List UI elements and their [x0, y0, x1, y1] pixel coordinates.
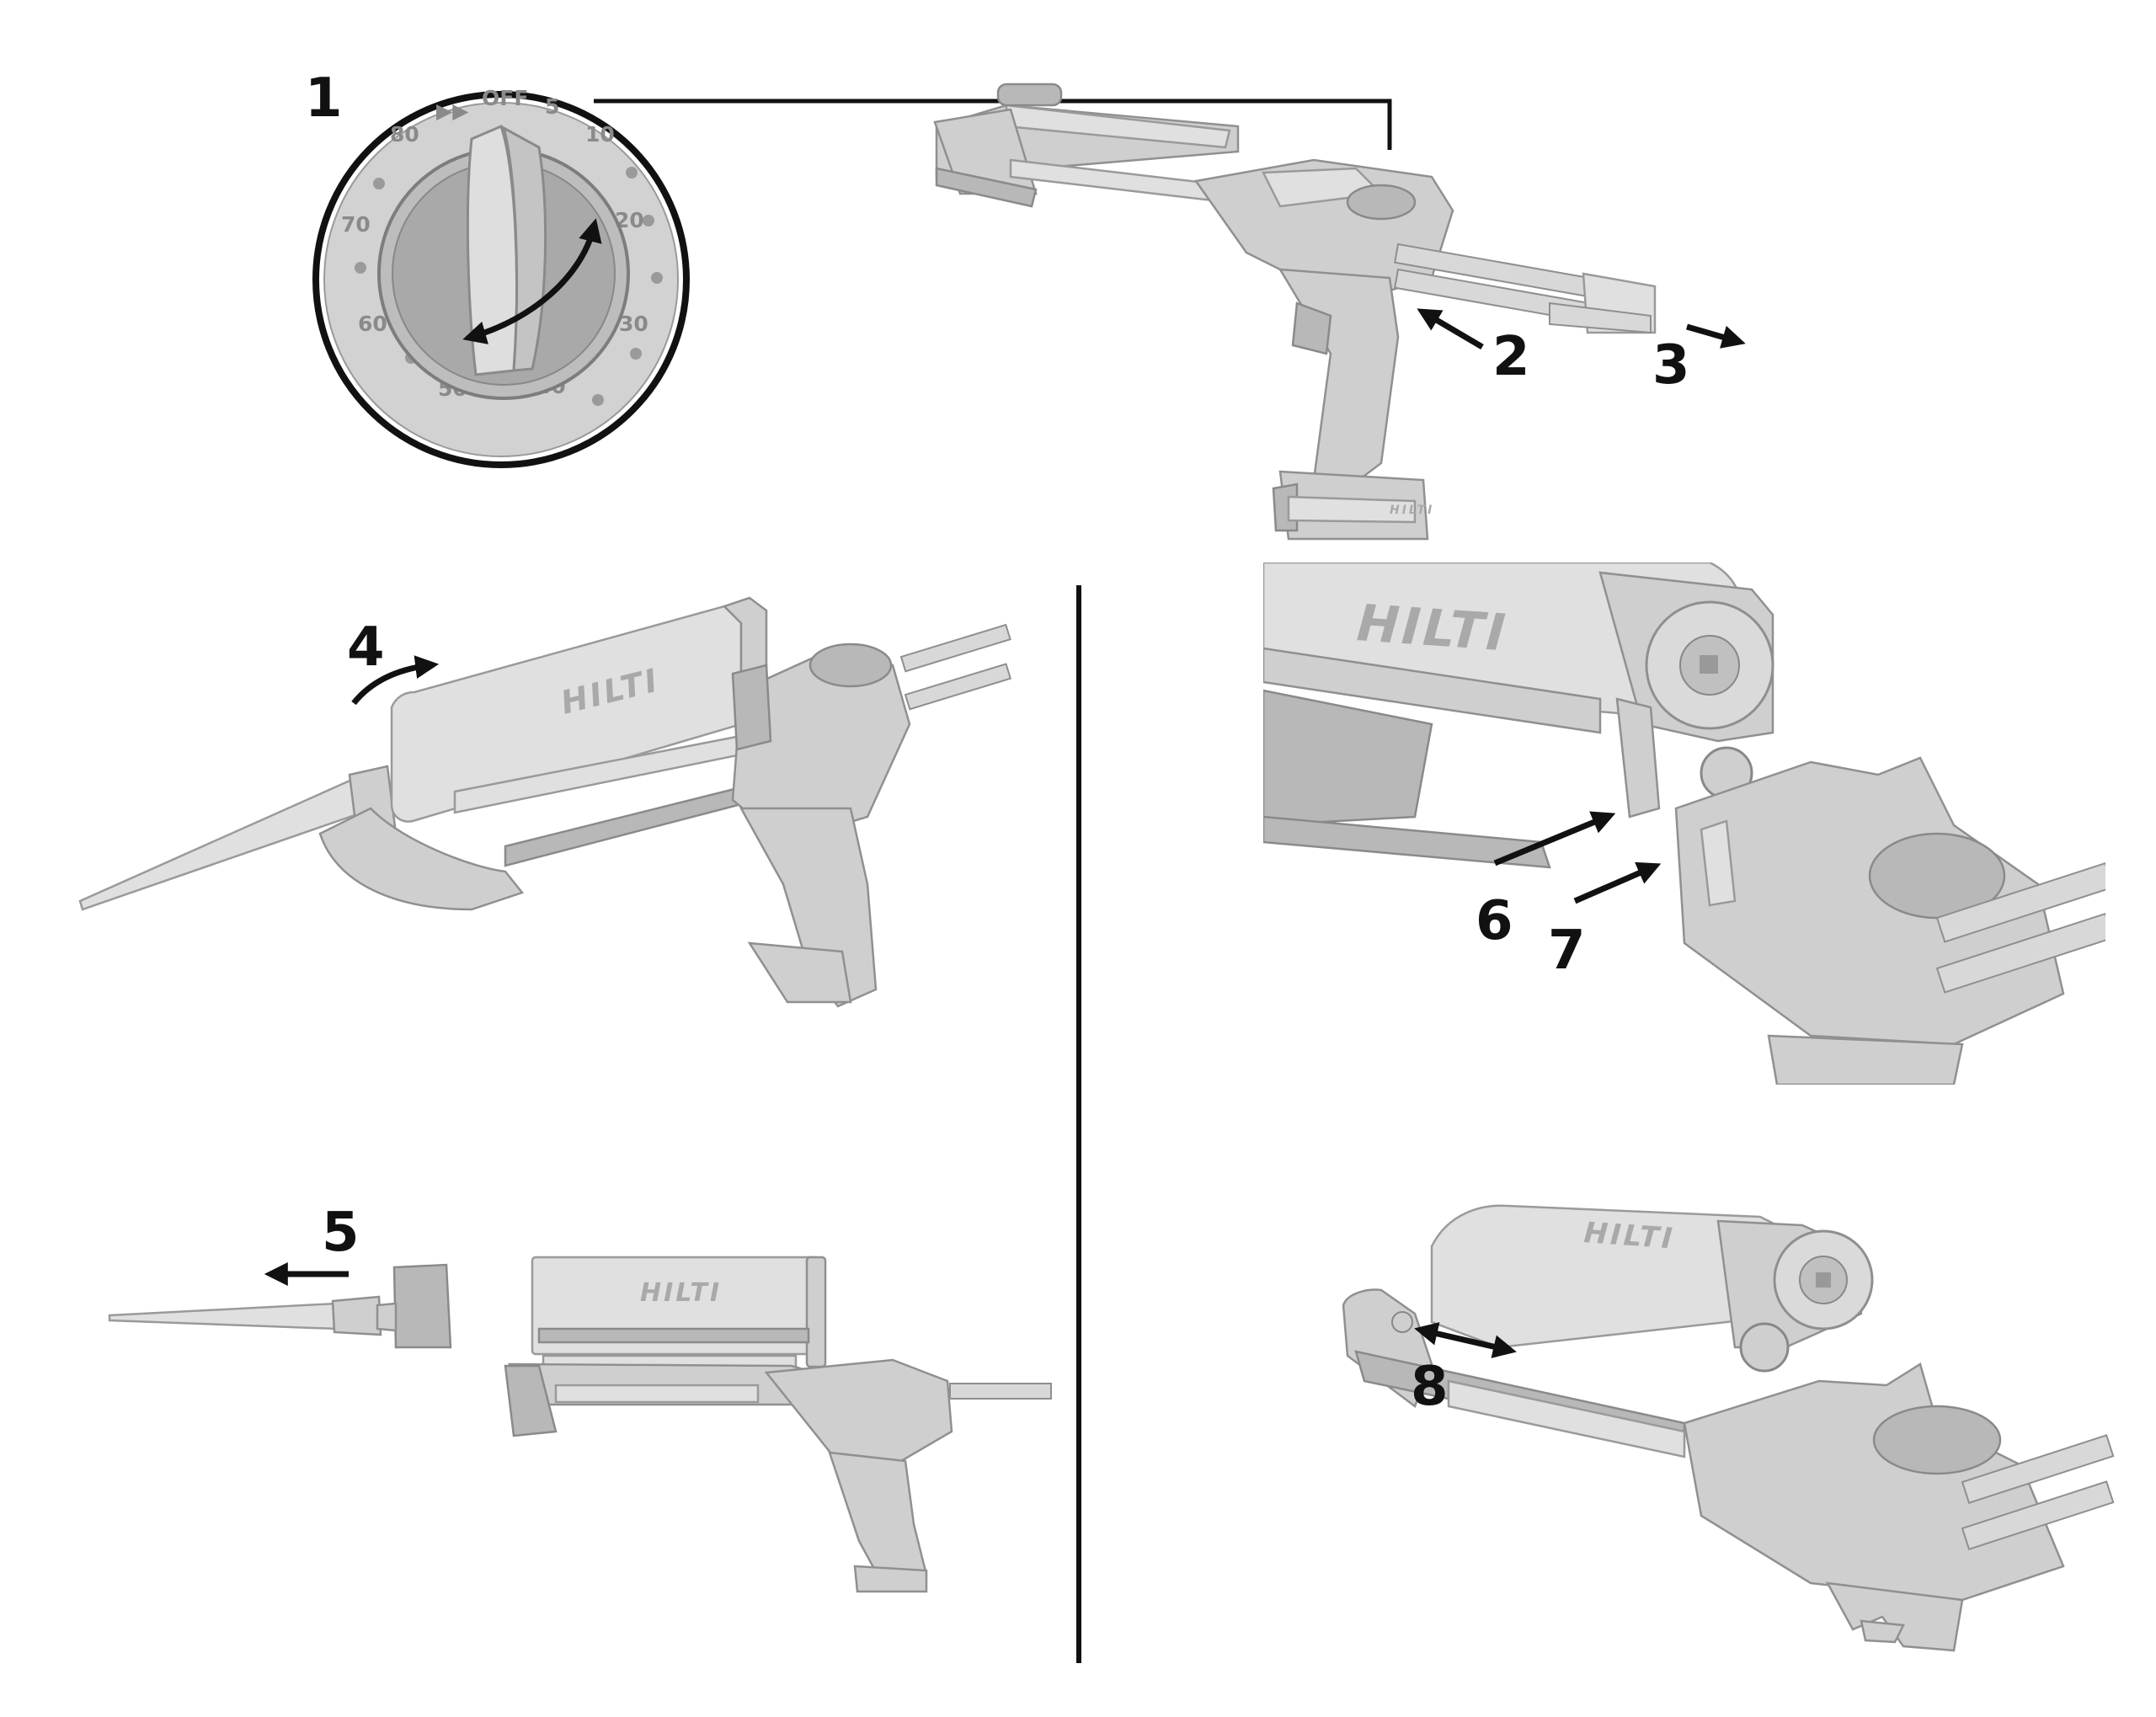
- arrow-step-3-icon: [1686, 323, 1746, 349]
- arrow-step-8-icon: [1414, 1322, 1517, 1358]
- panel-dial: 1 OFF51020304050607080 ▶▶: [305, 67, 1392, 468]
- dial-label-off: OFF: [482, 86, 528, 110]
- dial-label-10: 10: [585, 122, 615, 147]
- brand-logo: HILTI: [1582, 1216, 1676, 1256]
- dispenser-full-view: HILTI 2 3: [933, 83, 1746, 541]
- step-number-5: 5: [322, 1202, 360, 1264]
- panel-remove-mixer: 5 HILTI: [108, 1202, 1052, 1593]
- dial-label-60: 60: [358, 312, 387, 336]
- panel-release-cartridge: HILTI 8: [1342, 1204, 2115, 1652]
- panel-insert-cartridge: 4 HILTI: [78, 596, 1012, 1008]
- step-number-7: 7: [1548, 920, 1586, 982]
- step-number-1: 1: [305, 67, 343, 130]
- step-number-3: 3: [1652, 334, 1690, 397]
- leader-line: [594, 99, 1392, 150]
- rotate-double-arrow-icon: [462, 218, 602, 344]
- brand-logo: HILTI: [1355, 594, 1510, 663]
- dial-label-5: 5: [545, 94, 559, 119]
- step-number-6: 6: [1476, 890, 1513, 952]
- dial-label-70: 70: [341, 212, 371, 237]
- arrow-step-4-icon: [351, 655, 440, 706]
- step-number-4: 4: [347, 616, 385, 679]
- dial-label-30: 30: [619, 312, 648, 336]
- arrow-step-6-icon: [1493, 811, 1616, 866]
- dial-icon: OFF51020304050607080 ▶▶: [312, 86, 690, 468]
- arrow-step-7-icon: [1573, 861, 1662, 904]
- step-number-2: 2: [1492, 326, 1530, 388]
- step-number-8: 8: [1411, 1356, 1449, 1418]
- panel-latch-closeup: HILTI 6 7: [1263, 563, 2105, 1085]
- brand-logo: HILTI: [1390, 504, 1434, 517]
- brand-logo: HILTI: [640, 1278, 722, 1308]
- fast-forward-icon: ▶▶: [436, 99, 469, 123]
- arrow-step-2-icon: [1417, 308, 1484, 350]
- dial-label-80: 80: [390, 122, 419, 147]
